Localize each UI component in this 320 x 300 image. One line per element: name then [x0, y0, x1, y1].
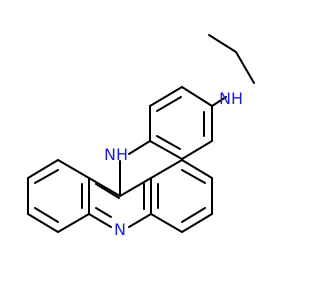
amine-linkers: [119, 96, 227, 197]
acridine-center-bond-2: [119, 177, 152, 197]
acridine-center-bond-1: [88, 177, 121, 197]
left-ring-bond-5: [57, 213, 90, 233]
benzene-bond-4: [181, 140, 213, 160]
aryl-to-left-nh-bond: [128, 140, 151, 155]
acridine-center-bond-5: [88, 213, 112, 228]
left-nh-label: NH: [104, 145, 128, 164]
benzene-bond-1: [149, 86, 183, 107]
benzene-double-bond-3: [156, 135, 181, 150]
acridine-center-bond-4: [128, 213, 152, 228]
ethyl-bond-2: [235, 51, 255, 84]
benzene-double-bond-1: [156, 96, 182, 112]
top-nh-label: NH: [219, 89, 243, 108]
right-ring-bond-5: [150, 213, 183, 233]
left-ring-bond-1: [57, 159, 90, 179]
left-ring-bond-4: [27, 213, 59, 233]
ethyl-group: [208, 34, 255, 84]
left-ring-bond-2: [27, 159, 59, 179]
benzene-bond-2: [181, 86, 213, 107]
ethyl-bond-1: [208, 34, 237, 53]
para-phenylene-ring: [149, 86, 213, 160]
acridine-core: [27, 159, 213, 233]
left-ring-double-1: [34, 169, 59, 184]
right-ring-double-2: [181, 207, 206, 223]
acridine-center-double-1: [95, 183, 120, 199]
chemical-structure-diagram: NH NH N: [27, 34, 255, 239]
right-ring-bond-2: [181, 159, 213, 179]
left-ring-double-2: [34, 207, 59, 223]
benzene-bond-5: [149, 140, 183, 160]
acridine-center-double-3: [95, 207, 112, 218]
right-ring-double-1: [181, 169, 206, 184]
right-ring-bond-1: [150, 159, 183, 179]
acridine-n-label: N: [114, 220, 126, 239]
structure-canvas: NH NH N: [27, 34, 255, 239]
right-ring-bond-4: [181, 213, 213, 233]
aryl-to-top-nh-bond: [211, 96, 227, 107]
